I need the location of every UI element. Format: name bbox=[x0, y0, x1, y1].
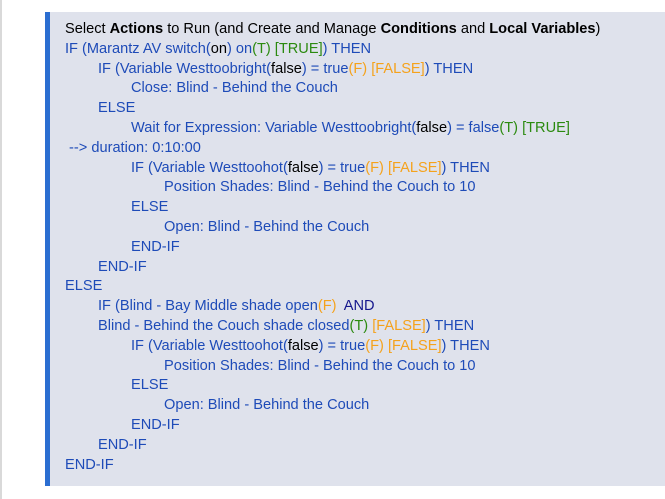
rule-line: IF (Variable Westtoobright(false) = true… bbox=[65, 60, 665, 80]
rule-text-segment: [FALSE] bbox=[368, 317, 426, 334]
rule-text-segment: IF (Variable Westtoohot( bbox=[131, 159, 288, 176]
rule-keyword: Local Variables bbox=[489, 21, 596, 37]
rule-text-segment: IF (Blind - Bay Middle shade open bbox=[98, 298, 318, 315]
rule-line: END-IF bbox=[65, 416, 665, 436]
rule-text-segment: (F) [FALSE] bbox=[365, 337, 442, 354]
rule-text-segment: ) = true bbox=[318, 337, 366, 354]
rule-text-segment: ELSE bbox=[65, 278, 103, 295]
rule-line: ELSE bbox=[65, 376, 665, 396]
rule-line: Open: Blind - Behind the Couch bbox=[65, 218, 665, 238]
rule-line: IF (Variable Westtoohot(false) = true(F)… bbox=[65, 337, 665, 357]
rule-line: IF (Marantz AV switch(on) on(T) [TRUE]) … bbox=[65, 40, 665, 60]
rule-text-segment: ELSE bbox=[131, 199, 169, 216]
rule-text-segment: (F) [FALSE] bbox=[348, 60, 425, 77]
rule-text-segment: Position Shades: Blind - Behind the Couc… bbox=[164, 179, 476, 196]
rule-line: Wait for Expression: Variable Westtoobri… bbox=[65, 119, 665, 139]
left-divider bbox=[0, 0, 2, 499]
rule-text-segment: Open: Blind - Behind the Couch bbox=[164, 397, 370, 414]
rule-text-segment: AND bbox=[336, 298, 375, 315]
rule-line: Close: Blind - Behind the Couch bbox=[65, 79, 665, 99]
rule-line: END-IF bbox=[65, 258, 665, 278]
rule-text-segment: IF (Variable Westtoohot( bbox=[131, 337, 288, 354]
rule-text-segment: to Run (and Create and Manage bbox=[163, 21, 381, 37]
rule-text-segment: --> duration: 0:10:00 bbox=[65, 139, 201, 156]
rule-text-segment: Blind - Behind the Couch shade closed bbox=[98, 317, 350, 334]
rule-text-segment: false bbox=[287, 159, 319, 176]
rule-text-segment: ) THEN bbox=[424, 60, 474, 77]
rule-line: Position Shades: Blind - Behind the Couc… bbox=[65, 178, 665, 198]
rule-line: ELSE bbox=[65, 277, 665, 297]
rule-text-segment: IF (Variable Westtoobright( bbox=[98, 60, 272, 77]
rule-line: ELSE bbox=[65, 99, 665, 119]
rule-actions-panel: Select Actions to Run (and Create and Ma… bbox=[45, 12, 665, 486]
rule-text-segment: ) = false bbox=[447, 119, 500, 136]
rule-line: END-IF bbox=[65, 436, 665, 456]
rule-line: --> duration: 0:10:00 bbox=[65, 139, 665, 159]
rule-text-segment: (F) [FALSE] bbox=[365, 159, 442, 176]
rule-text-segment: Select bbox=[65, 21, 110, 37]
rule-text-segment: ) bbox=[595, 21, 601, 37]
rule-keyword: Conditions bbox=[380, 21, 457, 37]
rule-text-segment: false bbox=[416, 119, 448, 136]
rule-text-segment: ) = true bbox=[301, 60, 349, 77]
rule-text-segment: Position Shades: Blind - Behind the Couc… bbox=[164, 357, 476, 374]
rule-text-segment: ) THEN bbox=[441, 159, 490, 176]
rule-text-segment: and bbox=[456, 21, 490, 37]
rule-text-segment: END-IF bbox=[98, 258, 147, 275]
rule-text-segment: ) on bbox=[226, 40, 253, 57]
rule-line: IF (Blind - Bay Middle shade open(F) AND bbox=[65, 297, 665, 317]
rule-line: Position Shades: Blind - Behind the Couc… bbox=[65, 357, 665, 377]
rule-lines-list: Select Actions to Run (and Create and Ma… bbox=[65, 20, 665, 475]
rule-text-segment: END-IF bbox=[65, 456, 114, 473]
rule-text-segment: (T) bbox=[349, 317, 369, 334]
rule-text-segment: (T) [TRUE] bbox=[499, 119, 570, 136]
rule-text-segment: END-IF bbox=[98, 436, 147, 453]
rule-line: IF (Variable Westtoohot(false) = true(F)… bbox=[65, 159, 665, 179]
rule-text-segment: ) THEN bbox=[441, 337, 490, 354]
rule-text-segment: ) THEN bbox=[322, 40, 372, 57]
rule-line: Select Actions to Run (and Create and Ma… bbox=[65, 20, 665, 40]
rule-text-segment: END-IF bbox=[131, 416, 180, 433]
rule-line: Open: Blind - Behind the Couch bbox=[65, 396, 665, 416]
rule-text-segment: Close: Blind - Behind the Couch bbox=[131, 80, 338, 97]
rule-line: Blind - Behind the Couch shade closed(T)… bbox=[65, 317, 665, 337]
rule-text-segment: IF (Marantz AV switch( bbox=[65, 40, 211, 57]
rule-line: END-IF bbox=[65, 456, 665, 476]
rule-text-segment: false bbox=[287, 337, 319, 354]
rule-text-segment: ) THEN bbox=[425, 317, 475, 334]
rule-text-segment: END-IF bbox=[131, 238, 180, 255]
rule-text-segment: (T) [TRUE] bbox=[252, 40, 323, 57]
rule-line: END-IF bbox=[65, 238, 665, 258]
rule-text-segment: Wait for Expression: Variable Westtoobri… bbox=[131, 119, 417, 136]
rule-text-segment: false bbox=[271, 60, 302, 77]
rule-text-segment: ELSE bbox=[98, 100, 136, 117]
rule-line: ELSE bbox=[65, 198, 665, 218]
rule-text-segment: (F) bbox=[317, 298, 337, 315]
rule-keyword: Actions bbox=[109, 21, 164, 37]
rule-text-segment: on bbox=[210, 40, 227, 57]
rule-text-segment: ) = true bbox=[318, 159, 366, 176]
rule-text-segment: Open: Blind - Behind the Couch bbox=[164, 218, 370, 235]
rule-text-segment: ELSE bbox=[131, 377, 169, 394]
